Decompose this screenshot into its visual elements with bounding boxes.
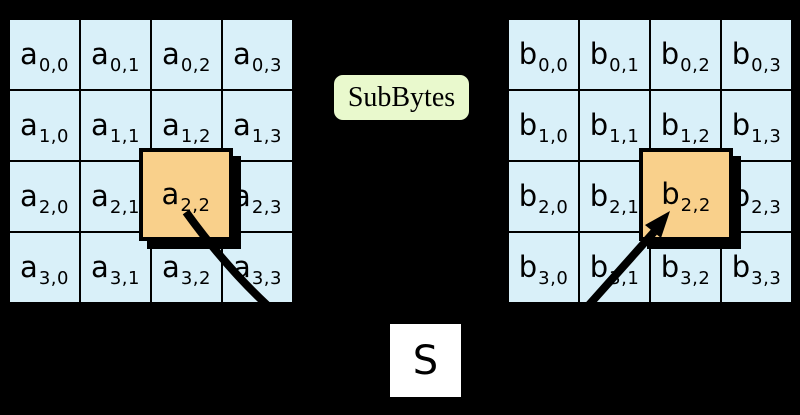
cell-subscript: 1,2 — [680, 126, 711, 147]
cell-symbol: b — [518, 37, 538, 71]
cell-subscript: 2,1 — [109, 197, 140, 218]
cell-subscript: 0,1 — [109, 55, 140, 76]
cell-symbol: a — [20, 37, 38, 71]
cell-subscript: 3,1 — [609, 268, 640, 289]
cell-symbol: a — [20, 108, 38, 142]
cell-symbol: a — [20, 250, 38, 284]
cell-subscript: 0,2 — [180, 55, 211, 76]
cell-subscript: 0,3 — [251, 55, 282, 76]
cell-subscript: 1,1 — [109, 126, 140, 147]
cell-subscript: 2,3 — [751, 197, 782, 218]
cell-subscript: 2,2 — [680, 195, 711, 216]
cell-subscript: 2,1 — [609, 197, 640, 218]
cell-subscript: 1,3 — [751, 126, 782, 147]
cell-symbol: b — [660, 250, 680, 284]
cell-symbol: a — [161, 177, 180, 211]
cell-subscript: 3,2 — [680, 268, 711, 289]
cell-subscript: 2,3 — [251, 197, 282, 218]
cell-subscript: 3,1 — [109, 268, 140, 289]
cell-symbol: b — [731, 250, 751, 284]
cell-symbol: b — [589, 37, 609, 71]
cell-subscript: 3,2 — [180, 268, 211, 289]
cell-subscript: 0,0 — [538, 55, 569, 76]
cell-symbol: a — [162, 108, 180, 142]
cell-subscript: 3,0 — [38, 268, 69, 289]
cell-subscript: 1,1 — [609, 126, 640, 147]
cell-subscript: 2,0 — [538, 197, 569, 218]
cell-symbol: a — [20, 179, 38, 213]
cell-symbol: b — [518, 108, 538, 142]
cell-symbol: a — [162, 250, 180, 284]
cell-subscript: 2,2 — [180, 195, 211, 216]
cell-subscript: 2,0 — [38, 197, 69, 218]
cell-symbol: b — [661, 177, 680, 211]
cell-subscript: 3,0 — [538, 268, 569, 289]
cell-symbol: a — [91, 37, 109, 71]
cell-subscript: 0,1 — [609, 55, 640, 76]
cell-subscript: 1,3 — [251, 126, 282, 147]
sbox-label: S — [412, 337, 439, 384]
cell-symbol: b — [731, 179, 751, 213]
cell-symbol: b — [589, 108, 609, 142]
cell-symbol: b — [731, 108, 751, 142]
cell-subscript: 3,3 — [751, 268, 782, 289]
cell-subscript: 1,0 — [538, 126, 569, 147]
cell-symbol: a — [233, 108, 251, 142]
cell-symbol: b — [731, 37, 751, 71]
subbytes-operation-box: SubBytes — [332, 73, 471, 122]
sbox: S — [390, 324, 461, 397]
cell-symbol: a — [233, 179, 251, 213]
cell-symbol: b — [518, 179, 538, 213]
cell-symbol: b — [660, 37, 680, 71]
cell-subscript: 3,3 — [251, 268, 282, 289]
cell-symbol: a — [162, 37, 180, 71]
cell-subscript: 0,2 — [680, 55, 711, 76]
cell-subscript: 1,2 — [180, 126, 211, 147]
cell-subscript: 1,0 — [38, 126, 69, 147]
cell-subscript: 0,0 — [38, 55, 69, 76]
cell-symbol: b — [660, 108, 680, 142]
cell-symbol: a — [233, 37, 251, 71]
cell-symbol: b — [589, 179, 609, 213]
cell-symbol: b — [518, 250, 538, 284]
cell-symbol: a — [91, 108, 109, 142]
cell-symbol: a — [233, 250, 251, 284]
subbytes-label: SubBytes — [347, 81, 456, 113]
cell-symbol: a — [91, 250, 109, 284]
cell-symbol: a — [91, 179, 109, 213]
cell-symbol: b — [589, 250, 609, 284]
cell-subscript: 0,3 — [751, 55, 782, 76]
